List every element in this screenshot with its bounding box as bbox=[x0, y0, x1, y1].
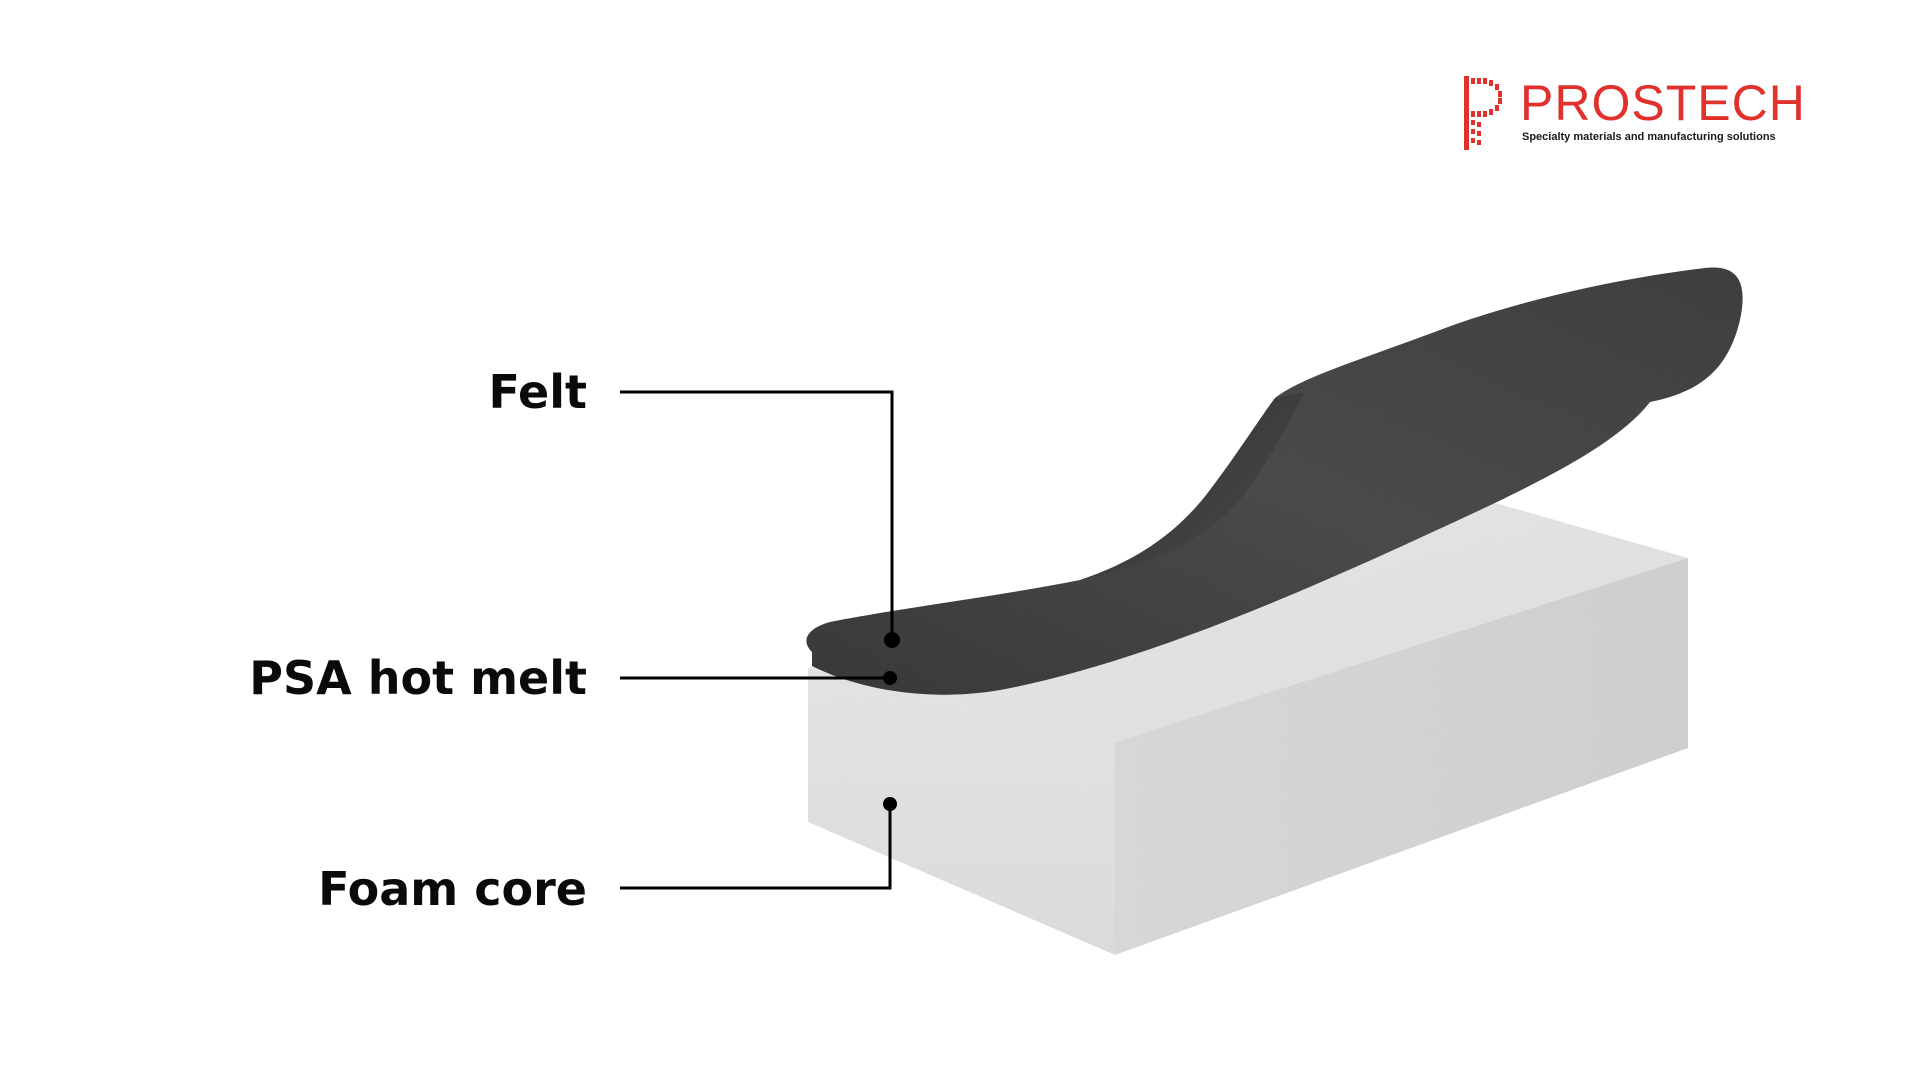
label-foam-core: Foam core bbox=[318, 862, 587, 916]
felt-callout-line bbox=[620, 390, 894, 640]
prostech-logo-icon bbox=[1464, 76, 1502, 150]
psa-callout-dot bbox=[883, 671, 897, 685]
felt-callout-dot bbox=[884, 632, 900, 648]
logo-wordmark: PROSTECH bbox=[1520, 75, 1806, 131]
prostech-logo: PROSTECH Specialty materials and manufac… bbox=[1464, 76, 1824, 150]
label-psa-hot-melt: PSA hot melt bbox=[249, 651, 587, 705]
label-felt: Felt bbox=[488, 365, 587, 419]
callout-lines bbox=[620, 390, 894, 890]
foam-callout-dot bbox=[883, 797, 897, 811]
callout-dots bbox=[883, 632, 900, 811]
foam-callout-line bbox=[620, 804, 892, 890]
logo-tagline: Specialty materials and manufacturing so… bbox=[1522, 131, 1776, 143]
